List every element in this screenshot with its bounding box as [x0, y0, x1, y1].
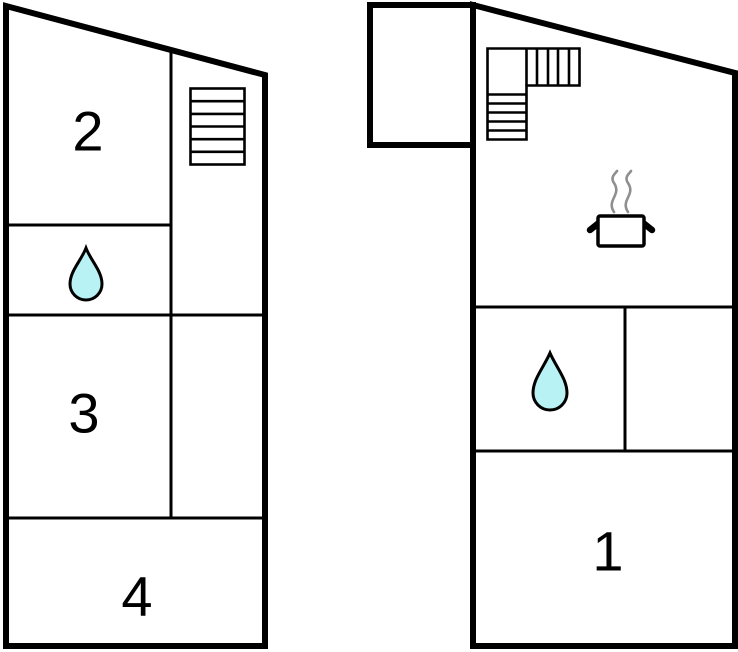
pot-body: [596, 214, 646, 248]
left-building: 2 3 4: [3, 2, 268, 649]
left-building-outline: [3, 2, 268, 649]
room-label-1: 1: [592, 520, 623, 583]
cooking-pot-icon: [586, 169, 656, 248]
steam-line: [624, 169, 633, 214]
room-label-4: 4: [121, 565, 152, 628]
steam-line: [610, 169, 619, 214]
right-building: 1: [367, 1, 738, 649]
staircase-icon: [189, 87, 246, 166]
right-building-outline: [470, 1, 738, 649]
room-label-3: 3: [68, 382, 99, 445]
water-drop-icon: [531, 349, 569, 412]
right-building-annex-outline: [367, 2, 476, 148]
staircase-l-icon: [486, 47, 581, 141]
room-label-2: 2: [72, 100, 103, 163]
water-drop-icon: [68, 243, 104, 302]
